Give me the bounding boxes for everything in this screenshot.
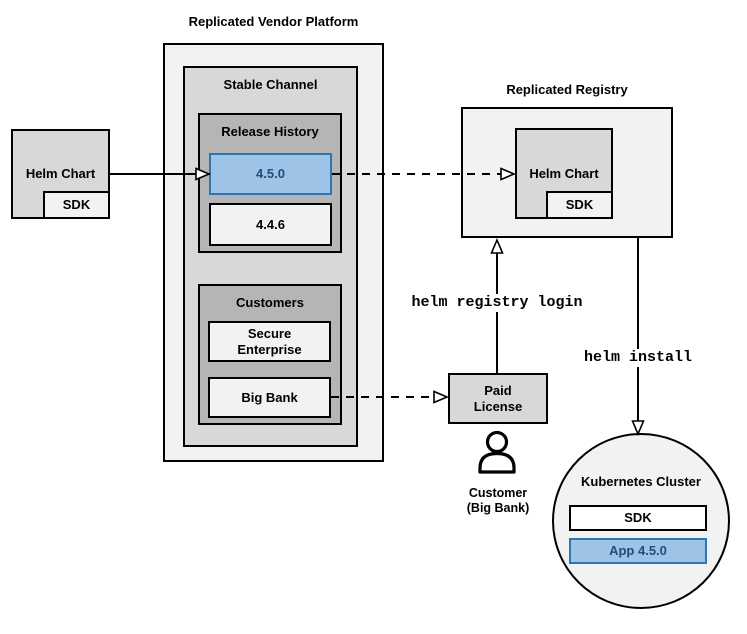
arrowhead-bigbank-to-license xyxy=(433,390,450,404)
command-registry-login: helm registry login xyxy=(400,294,594,312)
vendor-platform-title: Replicated Vendor Platform xyxy=(188,14,359,29)
cluster-app-box: App 4.5.0 xyxy=(569,538,707,564)
person-icon xyxy=(478,430,516,474)
kubernetes-cluster-label: Kubernetes Cluster xyxy=(581,474,701,489)
customers-label: Customers xyxy=(236,295,304,310)
customer-caption-line2: (Big Bank) xyxy=(466,501,530,515)
paid-license-box: Paid License xyxy=(448,373,548,424)
customer-caption: Customer (Big Bank) xyxy=(447,486,549,516)
cluster-sdk-box: SDK xyxy=(569,505,707,531)
cluster-app-label: App 4.5.0 xyxy=(609,543,667,559)
source-sdk-label: SDK xyxy=(62,197,91,213)
customer-caption-line1: Customer xyxy=(468,486,528,500)
release-4-4-6-box: 4.4.6 xyxy=(209,203,332,246)
customer-secure-enterprise-label: Secure Enterprise xyxy=(237,325,302,357)
source-helm-chart-label: Helm Chart xyxy=(25,166,96,182)
customer-secure-enterprise-box: Secure Enterprise xyxy=(208,321,331,362)
cluster-sdk-label: SDK xyxy=(624,510,652,526)
release-4-5-0-label: 4.5.0 xyxy=(256,166,285,182)
command-helm-install: helm install xyxy=(561,349,715,367)
customer-big-bank-box: Big Bank xyxy=(208,377,331,418)
registry-sdk-box: SDK xyxy=(546,191,613,219)
registry-sdk-label: SDK xyxy=(565,197,594,213)
release-4-5-0-box: 4.5.0 xyxy=(209,153,332,195)
paid-license-label: Paid License xyxy=(473,382,523,414)
customer-big-bank-label: Big Bank xyxy=(241,389,298,405)
registry-title: Replicated Registry xyxy=(506,82,628,97)
registry-helm-chart-label: Helm Chart xyxy=(529,165,599,181)
arrowhead-license-to-registry xyxy=(490,237,504,254)
release-history-label: Release History xyxy=(221,124,319,139)
release-4-4-6-label: 4.4.6 xyxy=(256,216,285,232)
source-sdk-box: SDK xyxy=(43,191,110,219)
stable-channel-label: Stable Channel xyxy=(223,77,318,92)
